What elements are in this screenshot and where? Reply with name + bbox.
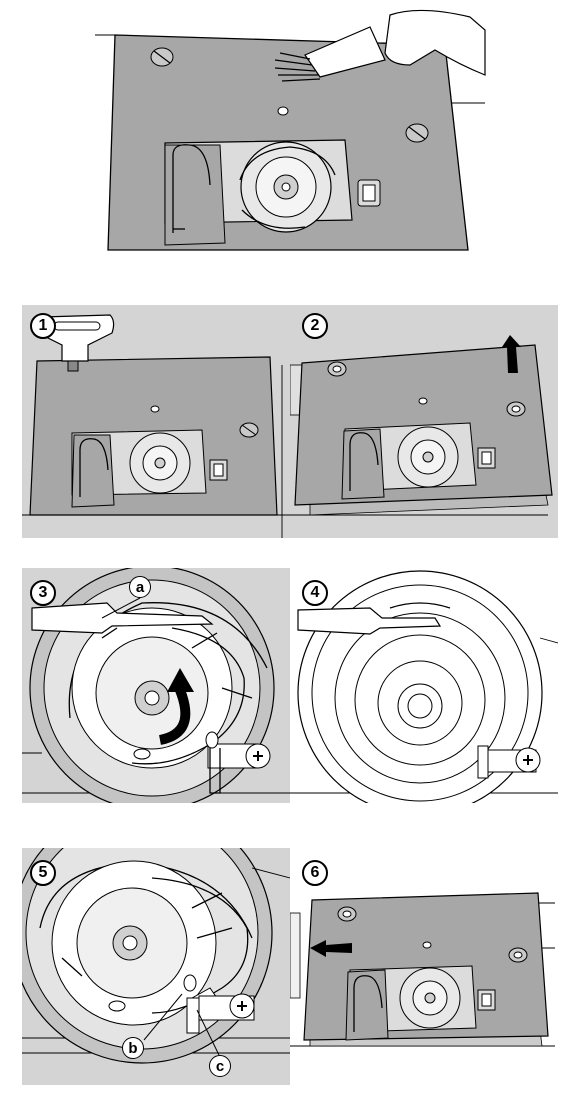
step-5-panel: 5 b c <box>22 848 290 1085</box>
cleaning-brush-icon <box>274 9 486 82</box>
step-4-panel: 4 <box>290 568 558 803</box>
curved-arrow-icon <box>158 668 194 745</box>
step-number-badge: 2 <box>302 313 328 339</box>
cleaning-illustration <box>90 5 490 260</box>
screw-icon <box>150 47 174 67</box>
callout-c: c <box>209 1055 231 1077</box>
arrow-left-icon <box>310 940 352 957</box>
step-number-badge: 3 <box>30 580 56 606</box>
screw-icon <box>239 422 259 438</box>
step-number-badge: 5 <box>30 860 56 886</box>
step-6-panel: 6 <box>290 848 558 1053</box>
step-3-panel: 3 a <box>22 568 290 803</box>
step-number-badge: 1 <box>30 313 56 339</box>
step-number-badge: 6 <box>302 860 328 886</box>
callout-a: a <box>129 576 151 598</box>
step-1-panel: 1 <box>22 305 290 538</box>
step-number-badge: 4 <box>302 580 328 606</box>
step-2-panel: 2 <box>290 305 558 538</box>
callout-b: b <box>122 1037 144 1059</box>
screw-icon <box>405 123 429 143</box>
arrow-up-icon <box>502 335 521 373</box>
